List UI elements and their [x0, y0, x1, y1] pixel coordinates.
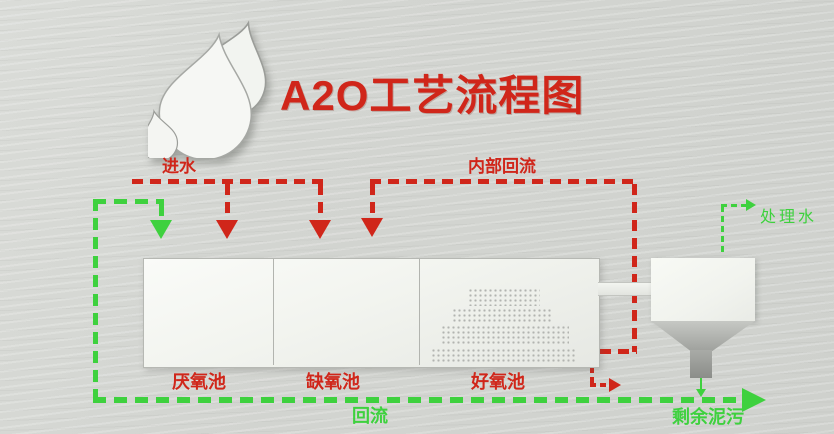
- anoxic-tank-label: 缺氧池: [306, 372, 360, 392]
- treated-water-arrow: [746, 199, 756, 211]
- clarifier-underflow-arrow: [696, 389, 706, 397]
- internal-recycle-line-riser: [632, 184, 637, 352]
- aeration-dots-band-2: [452, 308, 552, 322]
- aeration-dots-band-1: [468, 288, 540, 306]
- return-line-top: [93, 199, 164, 204]
- internal-recycle-line-bottom: [600, 349, 637, 354]
- tank-divider-2: [419, 259, 420, 365]
- influent-line-horizontal: [132, 179, 323, 184]
- return-line-left: [93, 199, 98, 402]
- anaerobic-tank-label: 厌氧池: [172, 372, 226, 392]
- treated-water-line-horizontal: [721, 204, 747, 207]
- influent-arrow-anaerobic: [216, 220, 238, 239]
- aeration-dots-band-3: [441, 325, 569, 345]
- influent-arrow-anoxic: [309, 220, 331, 239]
- outlet-line-vertical: [590, 367, 594, 385]
- outlet-arrow: [609, 378, 621, 392]
- internal-recycle-line-top: [370, 179, 637, 184]
- influent-label: 进水: [162, 157, 196, 176]
- internal-recycle-line-drop: [370, 184, 375, 220]
- tank-to-clarifier-pipe: [598, 282, 653, 296]
- excess-sludge-label: 剩余泥污: [672, 407, 744, 427]
- return-label: 回流: [352, 406, 388, 426]
- internal-recycle-arrow: [361, 218, 383, 237]
- return-line-drop: [159, 204, 164, 222]
- treated-water-label: 处理水: [760, 209, 818, 226]
- internal-recycle-label: 内部回流: [468, 157, 536, 176]
- water-drops-icon: [148, 20, 267, 158]
- clarifier-underflow-line: [700, 378, 702, 390]
- influent-line-end: [318, 184, 323, 222]
- clarifier-stem: [690, 350, 712, 378]
- return-line-bottom: [93, 397, 743, 403]
- influent-line-branch: [225, 184, 230, 222]
- tank-divider-1: [273, 259, 274, 365]
- clarifier-funnel: [651, 321, 755, 351]
- outlet-line-horizontal: [590, 383, 610, 387]
- aerobic-tank-label: 好氧池: [471, 372, 525, 392]
- aeration-dots-band-4: [431, 348, 577, 364]
- treated-water-line-vertical: [721, 206, 724, 255]
- return-arrow-anaerobic: [150, 220, 172, 239]
- page-title: A2O工艺流程图: [280, 72, 585, 119]
- clarifier-body: [651, 258, 755, 321]
- excess-sludge-arrow: [742, 388, 766, 412]
